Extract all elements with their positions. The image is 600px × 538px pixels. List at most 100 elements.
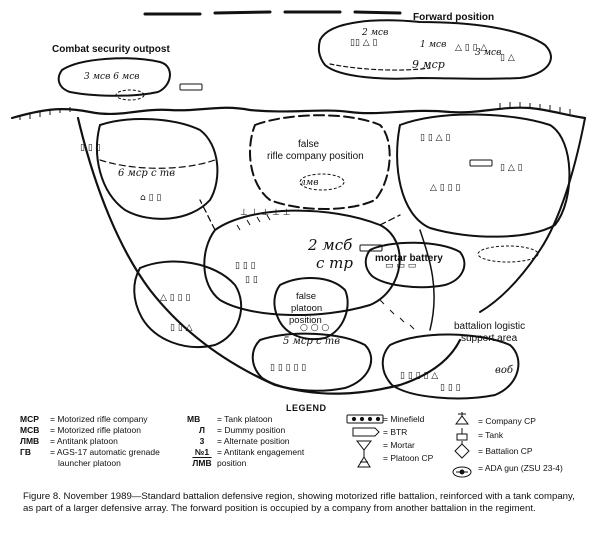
legend-entry-gb-cont: launcher platoon bbox=[20, 458, 160, 469]
legend-value: = Antitank engagement bbox=[217, 447, 305, 457]
label-vob: воб bbox=[495, 365, 513, 376]
legend-entry-alternate: 3 = Alternate position bbox=[187, 436, 304, 447]
legend-key: MCP bbox=[20, 414, 39, 424]
legend-key: ЛMB bbox=[20, 436, 40, 446]
svg-text:⌂ ▯ ▯: ⌂ ▯ ▯ bbox=[140, 193, 161, 203]
label-9msr: 9 мср bbox=[412, 58, 445, 71]
svg-text:▯ △: ▯ △ bbox=[500, 53, 515, 63]
false-company-area bbox=[249, 114, 391, 210]
svg-text:▯ ▯: ▯ ▯ bbox=[245, 275, 258, 285]
legend-key: №1 bbox=[194, 447, 210, 457]
legend-entry-tank: = Tank bbox=[478, 430, 504, 440]
legend-entry-battalion-cp: = Battalion CP bbox=[478, 446, 533, 456]
minefield-icon bbox=[346, 414, 384, 424]
label-2msb-1: 2 мсб bbox=[308, 236, 353, 254]
legend-value: = Antitank platoon bbox=[50, 436, 118, 446]
platoon-cp-icon bbox=[357, 452, 371, 468]
legend-symbols-col3 bbox=[346, 414, 384, 468]
legend-column-symbols-b: = Company CP = Tank = Battalion CP = ADA… bbox=[478, 416, 563, 474]
legend-entry-company-cp: = Company CP bbox=[478, 416, 536, 426]
legend-entry-lmb: ЛMB = Antitank platoon bbox=[20, 436, 160, 447]
forward-position-area bbox=[317, 19, 552, 80]
label-5msr: 5 мср с тв bbox=[283, 336, 341, 347]
label-2msv: 2 мсв bbox=[362, 28, 389, 38]
legend-value: = Motorized rifle company bbox=[50, 414, 148, 424]
svg-text:○ ○ ○: ○ ○ ○ bbox=[300, 323, 329, 333]
ada-gun-icon bbox=[452, 466, 472, 478]
svg-text:⊥ ⊥ ⊥ ⊥ ⊥: ⊥ ⊥ ⊥ ⊥ ⊥ bbox=[240, 208, 291, 218]
tank-icon bbox=[456, 428, 468, 441]
logistic-area bbox=[381, 333, 520, 400]
svg-text:▯ ▯ △ ▯: ▯ ▯ △ ▯ bbox=[420, 133, 450, 143]
legend-column-positions: MB = Tank platoon Л = Dummy position 3 = Al… bbox=[187, 414, 304, 469]
svg-text:▯ ▯ ▯: ▯ ▯ ▯ bbox=[235, 261, 256, 271]
lower-left-company-area bbox=[133, 260, 243, 348]
svg-text:▯ ▯ △: ▯ ▯ △ bbox=[170, 323, 193, 333]
defense-map: ▯▯ △ ▯ △ ▯ ▯ △ ▯ △ ▯ ▯ ▯ ⌂ ▯ ▯ ▯ ▯ △ ▯ △… bbox=[10, 10, 587, 400]
false-platoon-label-1: false bbox=[296, 291, 317, 302]
logistic-label-2: support area bbox=[461, 333, 518, 344]
legend-key: ГB bbox=[20, 447, 31, 457]
logistic-label-1: battalion logistic bbox=[454, 321, 526, 332]
forward-line bbox=[143, 10, 402, 16]
false-company-label-1: false bbox=[298, 139, 320, 150]
svg-text:▯ ▯ ▯: ▯ ▯ ▯ bbox=[440, 383, 461, 393]
legend-entry-mcb: MCB = Motorized rifle platoon bbox=[20, 425, 160, 436]
legend-key: 3 bbox=[199, 436, 205, 446]
svg-text:▯ ▯ ▯: ▯ ▯ ▯ bbox=[80, 143, 101, 153]
security-outpost-area bbox=[57, 57, 171, 97]
label-3msv-forward: 3 мсв bbox=[475, 48, 502, 58]
legend-key: Л bbox=[199, 425, 205, 435]
legend-entry-minefield: = Minefield bbox=[383, 414, 425, 424]
battalion-core-area bbox=[203, 209, 401, 317]
false-platoon-area bbox=[273, 277, 349, 340]
legend-value: launcher platoon bbox=[58, 458, 121, 468]
legend-entry-antitank-engagement-cont: ЛMB position bbox=[187, 458, 304, 469]
svg-text:▯ ▯ ▯ ▯ △: ▯ ▯ ▯ ▯ △ bbox=[400, 371, 438, 381]
mortar-battery-label: mortar battery bbox=[375, 253, 443, 264]
legend-value: = Motorized rifle platoon bbox=[50, 425, 141, 435]
legend-column-abbreviations: MCP = Motorized rifle company MCB = Motori… bbox=[20, 414, 160, 469]
legend-entry-mcp: MCP = Motorized rifle company bbox=[20, 414, 160, 425]
false-platoon-label-2: platoon bbox=[291, 303, 323, 314]
legend-title: LEGEND bbox=[286, 403, 327, 413]
legend-entry-ada-gun: = ADA gun (ZSU 23-4) bbox=[478, 463, 563, 473]
svg-text:▯ ▯ ▯ ▯ ▯: ▯ ▯ ▯ ▯ ▯ bbox=[270, 363, 306, 373]
false-platoon-label-3: position bbox=[289, 315, 322, 326]
btr-icon bbox=[352, 427, 380, 437]
svg-text:▯ △ ▯: ▯ △ ▯ bbox=[500, 163, 523, 173]
legend-key: MB bbox=[187, 414, 201, 424]
legend-value: = Dummy position bbox=[217, 425, 286, 435]
company-cp-icon bbox=[455, 412, 469, 425]
right-company-area bbox=[396, 113, 571, 238]
label-2msb-2: с тр bbox=[316, 254, 353, 272]
svg-text:△ ▯ ▯ △: △ ▯ ▯ △ bbox=[455, 43, 487, 53]
left-company-area bbox=[96, 118, 219, 220]
legend-entry-antitank-engagement: №1 = Antitank engagement bbox=[187, 447, 304, 458]
combat-security-outpost-label: Combat security outpost bbox=[52, 44, 170, 55]
svg-text:△ ▯ ▯ ▯: △ ▯ ▯ ▯ bbox=[160, 293, 190, 303]
legend-entry-mb: MB = Tank platoon bbox=[187, 414, 304, 425]
false-company-label-2: rifle company position bbox=[267, 151, 364, 162]
legend-entry-gb: ГB = AGS-17 automatic grenade bbox=[20, 447, 160, 458]
label-outpost-platoons: 3 мсв 6 мсв bbox=[84, 72, 140, 82]
label-lmv: лмв bbox=[300, 178, 319, 188]
legend-value: position bbox=[217, 458, 247, 468]
legend-key: ЛMB bbox=[192, 458, 212, 468]
legend-value: = Tank platoon bbox=[217, 414, 273, 424]
svg-text:△ ▯ ▯ ▯: △ ▯ ▯ ▯ bbox=[430, 183, 460, 193]
legend-entry-dummy: Л = Dummy position bbox=[187, 425, 304, 436]
main-front-edge bbox=[10, 106, 587, 120]
svg-text:▭ ▭ ▭: ▭ ▭ ▭ bbox=[385, 261, 416, 271]
battalion-cp-icon bbox=[454, 441, 470, 459]
label-6msr: 6 мср с тв bbox=[118, 168, 176, 179]
legend-key: MCB bbox=[20, 425, 40, 435]
legend-entry-platoon-cp: = Platoon CP bbox=[383, 453, 434, 463]
legend-value: = Alternate position bbox=[217, 436, 290, 446]
legend-entry-mortar: = Mortar bbox=[383, 440, 415, 450]
region-boundary bbox=[76, 116, 462, 395]
forward-position-label: Forward position bbox=[413, 12, 495, 23]
mortar-battery-area bbox=[364, 241, 466, 289]
figure-caption: Figure 8. November 1989—Standard battali… bbox=[23, 491, 575, 514]
legend-value: = AGS-17 automatic grenade bbox=[50, 447, 160, 457]
